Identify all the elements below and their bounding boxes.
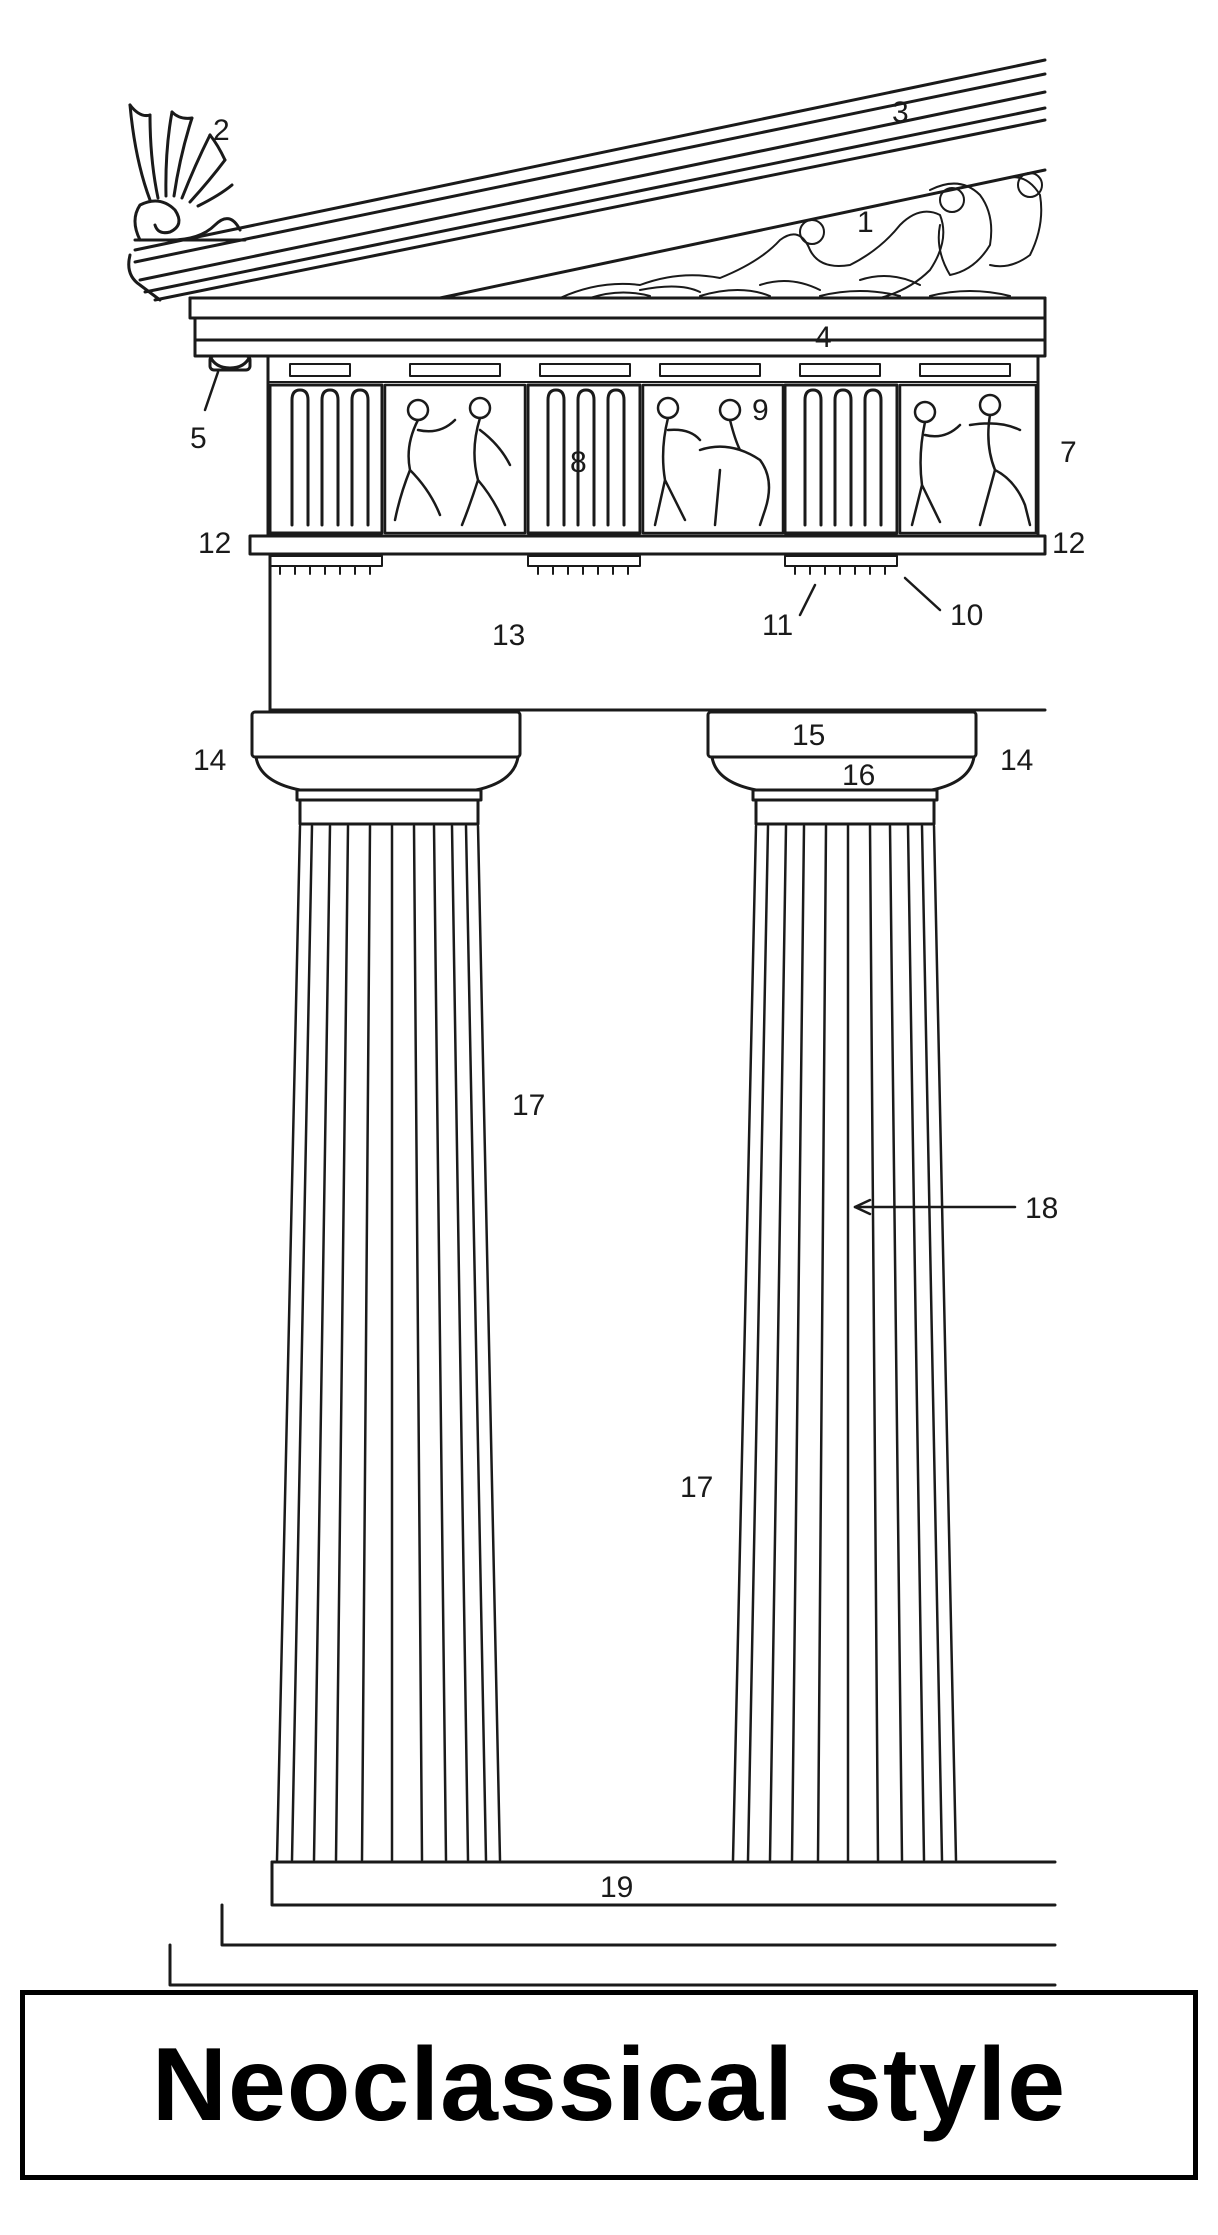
label-11: 11 bbox=[762, 609, 793, 642]
label-15: 15 bbox=[792, 719, 825, 752]
metope bbox=[898, 383, 1038, 535]
caption-box: Neoclassical style bbox=[20, 1990, 1198, 2180]
label-14-right: 14 bbox=[1000, 744, 1033, 777]
taenia bbox=[248, 534, 1047, 556]
mutule-5 bbox=[208, 354, 252, 372]
regula-guttae bbox=[269, 555, 898, 575]
label-10: 10 bbox=[950, 599, 983, 632]
label-13: 13 bbox=[492, 619, 525, 652]
label-17-lower: 17 bbox=[680, 1471, 713, 1504]
label-16: 16 bbox=[842, 759, 875, 792]
label-3: 3 bbox=[892, 96, 909, 129]
pediment-sculpture bbox=[559, 172, 1043, 299]
raking-cornice-top bbox=[133, 58, 1047, 252]
label-7: 7 bbox=[1060, 436, 1077, 469]
label-17-upper: 17 bbox=[512, 1089, 545, 1122]
stylobate bbox=[168, 1860, 1057, 1987]
leader-10 bbox=[903, 576, 942, 612]
leader-lines bbox=[203, 370, 1017, 1216]
label-12-left: 12 bbox=[198, 527, 231, 560]
triglyph bbox=[268, 383, 384, 535]
label-5: 5 bbox=[190, 422, 207, 455]
label-19: 19 bbox=[600, 1871, 633, 1904]
capital-left bbox=[250, 710, 522, 826]
label-14-left: 14 bbox=[193, 744, 226, 777]
echinus bbox=[254, 755, 520, 792]
label-4: 4 bbox=[815, 321, 832, 354]
label-8: 8 bbox=[570, 446, 587, 479]
column-shaft-right bbox=[731, 824, 958, 1862]
acroterion-ornament bbox=[128, 103, 247, 242]
triglyph bbox=[783, 383, 899, 535]
metope bbox=[383, 383, 527, 535]
abacus bbox=[250, 710, 522, 759]
horizontal-cornice bbox=[188, 296, 1047, 372]
label-9: 9 bbox=[752, 394, 769, 427]
capital-right bbox=[706, 710, 978, 826]
frieze bbox=[266, 354, 1040, 538]
triglyph bbox=[526, 383, 642, 535]
leader-18-arrowhead bbox=[853, 1198, 872, 1216]
label-18: 18 bbox=[1025, 1192, 1058, 1225]
label-2: 2 bbox=[213, 114, 230, 147]
column-shaft-left bbox=[275, 824, 502, 1862]
metope bbox=[641, 383, 785, 535]
leader-11 bbox=[798, 583, 817, 617]
leader-5 bbox=[203, 370, 220, 412]
abacus bbox=[706, 710, 978, 759]
caption-title: Neoclassical style bbox=[151, 2026, 1067, 2143]
label-12-right: 12 bbox=[1052, 527, 1085, 560]
part-numbers: 1 2 3 4 5 7 8 9 10 11 12 12 13 14 14 15 … bbox=[190, 96, 1085, 1904]
architrave bbox=[268, 552, 1047, 712]
label-1: 1 bbox=[857, 206, 874, 239]
